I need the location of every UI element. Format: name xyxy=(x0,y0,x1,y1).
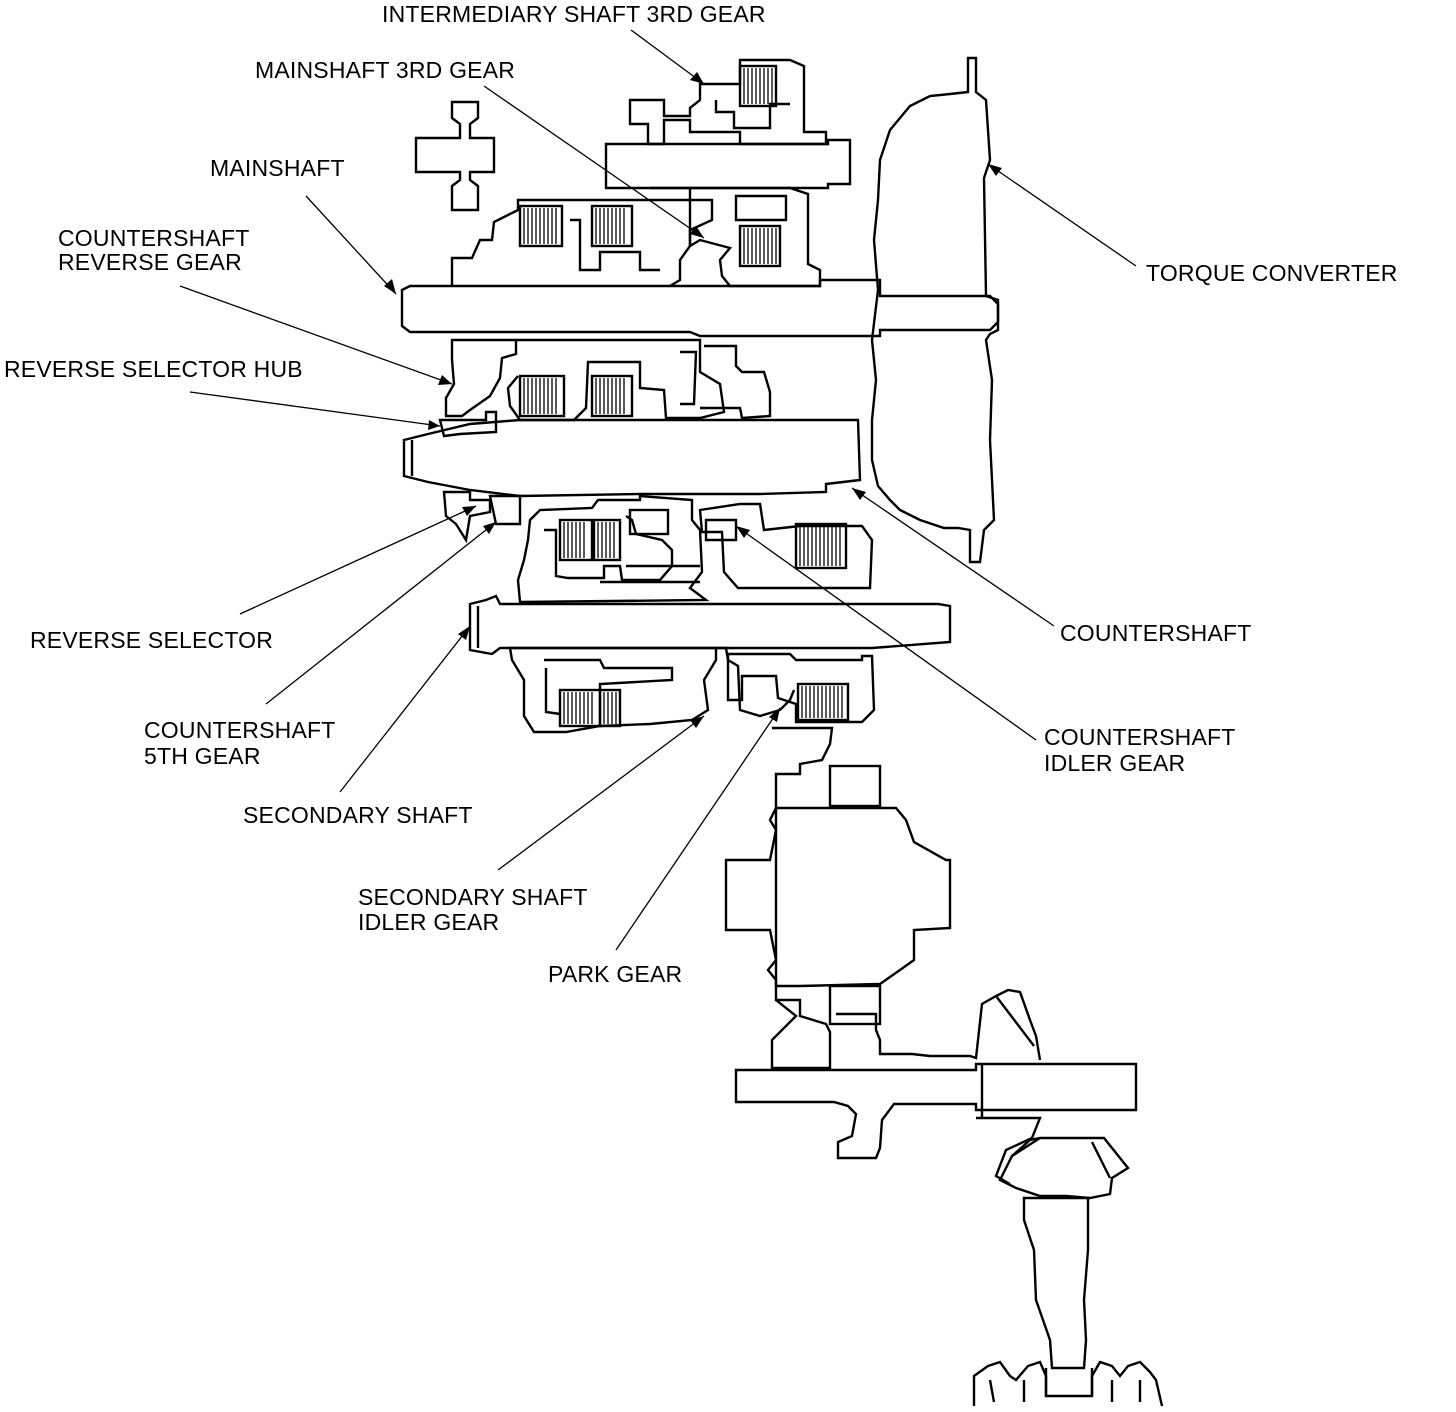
differential-pinion-upper xyxy=(828,764,882,808)
mainshaft-clutch-housing xyxy=(450,198,692,288)
leader-lines xyxy=(179,29,1137,951)
differential-pinion-lower xyxy=(828,984,882,1026)
reverse-selector xyxy=(442,490,492,544)
label-countershaft: COUNTERSHAFT xyxy=(1060,620,1252,646)
output-shaft xyxy=(734,1062,1138,1160)
bevel-gear xyxy=(998,1136,1130,1200)
label-mainshaft-3rd-gear: MAINSHAFT 3RD GEAR xyxy=(255,57,515,83)
callout-labels: INTERMEDIARY SHAFT 3RD GEAR MAINSHAFT 3R… xyxy=(4,1,1398,987)
label-countershaft-5th-gear-line2: 5TH GEAR xyxy=(144,743,261,769)
label-park-gear: PARK GEAR xyxy=(548,961,682,987)
label-countershaft-idler-gear-line1: COUNTERSHAFT xyxy=(1044,724,1236,750)
secondary-shaft-idler-gear xyxy=(716,646,796,718)
countershaft xyxy=(402,418,862,498)
label-torque-converter: TORQUE CONVERTER xyxy=(1146,260,1398,286)
countershaft-reverse-gear xyxy=(444,338,518,418)
intermediary-3rd-gear xyxy=(628,58,828,146)
label-secondary-shaft: SECONDARY SHAFT xyxy=(243,802,473,828)
label-countershaft-reverse-gear-line2: REVERSE GEAR xyxy=(58,249,242,275)
transmission-drawing xyxy=(400,56,1164,1407)
countershaft-idler-gear xyxy=(698,502,874,590)
mainshaft-3rd-gear xyxy=(650,186,822,288)
label-secondary-shaft-idler-gear-line1: SECONDARY SHAFT xyxy=(358,884,588,910)
label-mainshaft: MAINSHAFT xyxy=(210,155,345,181)
label-countershaft-5th-gear-line1: COUNTERSHAFT xyxy=(144,717,336,743)
secondary-lower-housing xyxy=(508,646,718,734)
label-intermediary-shaft-3rd-gear: INTERMEDIARY SHAFT 3RD GEAR xyxy=(382,1,766,27)
drive-flange xyxy=(972,1360,1164,1407)
reverse-selector-hub xyxy=(438,410,498,438)
label-secondary-shaft-idler-gear-line2: IDLER GEAR xyxy=(358,909,499,935)
intermediary-clutch-plates xyxy=(743,68,773,104)
label-countershaft-reverse-gear-line1: COUNTERSHAFT xyxy=(58,225,250,251)
label-reverse-selector-hub: REVERSE SELECTOR HUB xyxy=(4,356,303,382)
intermediary-shaft xyxy=(604,138,852,190)
countershaft-5th-gear xyxy=(516,494,710,604)
torque-converter xyxy=(870,56,1000,564)
secondary-shaft xyxy=(468,594,952,656)
label-reverse-selector: REVERSE SELECTOR xyxy=(30,627,273,653)
mainshaft xyxy=(400,278,1000,338)
upper-left-gear xyxy=(414,100,496,212)
label-countershaft-idler-gear-line2: IDLER GEAR xyxy=(1044,750,1185,776)
differential-carrier xyxy=(724,726,834,1070)
drive-shaft xyxy=(1022,1196,1090,1370)
park-gear xyxy=(726,652,876,724)
